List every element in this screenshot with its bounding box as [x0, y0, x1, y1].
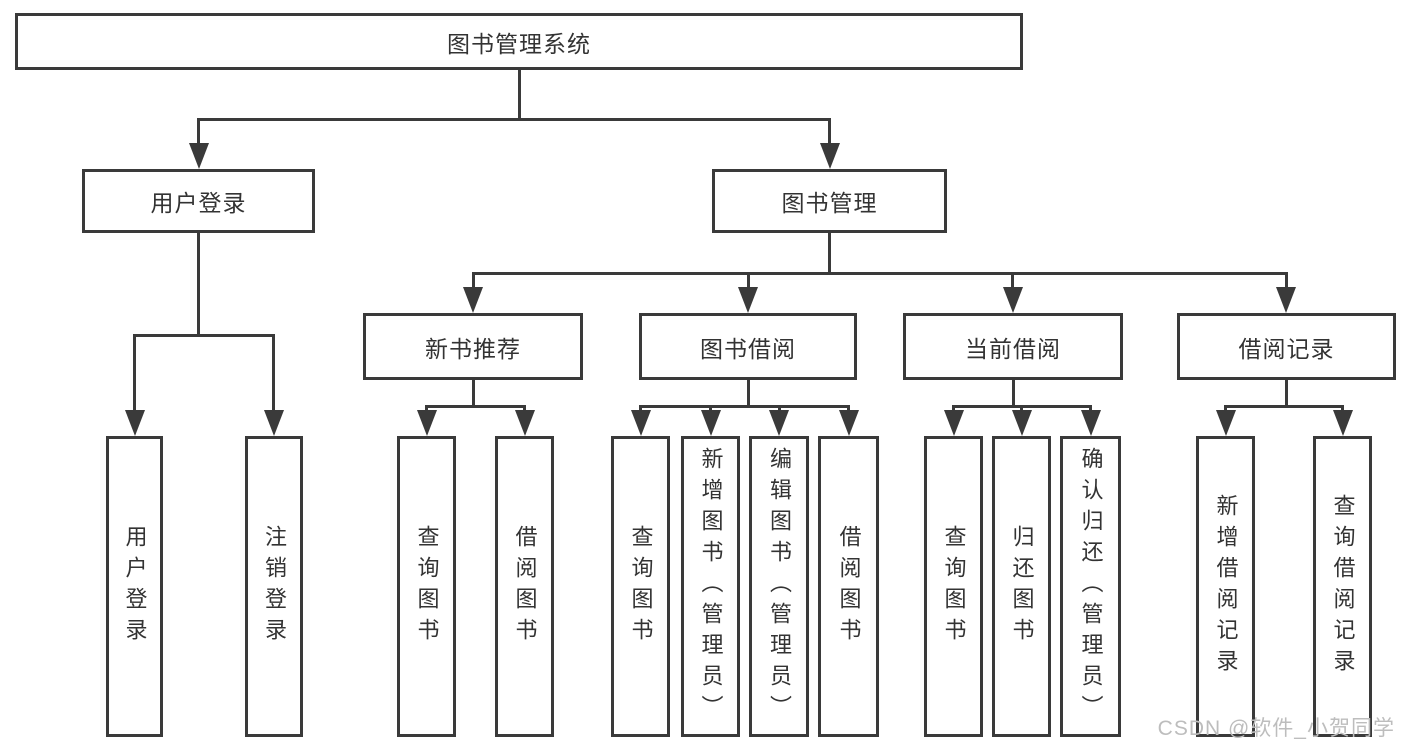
edge-shaft-book-management [828, 118, 831, 148]
arrowhead-icon [125, 410, 145, 436]
arrowhead-icon [1333, 410, 1353, 436]
arrowhead-icon [738, 287, 758, 313]
edge-stem-book-management [828, 233, 831, 274]
leaf-label: 归还图书 [1009, 524, 1035, 649]
edge-stem-borrow-records [1285, 380, 1288, 407]
leaf-label: 用户登录 [122, 524, 148, 649]
edge-bar-borrow-records [1224, 405, 1344, 408]
leaf-label: 借阅图书 [836, 524, 862, 649]
node-book-management: 图书管理 [712, 169, 947, 233]
leaf-label: 查询图书 [414, 524, 440, 649]
leaf-label: 确认归还（管理员） [1078, 447, 1104, 726]
node-book-borrow-label: 图书借阅 [700, 335, 796, 362]
edge-bar-new-book [425, 405, 526, 408]
leaf-query-books-borrow: 查询图书 [611, 436, 670, 737]
arrowhead-icon [1003, 287, 1023, 313]
edge-stem-new-book [472, 380, 475, 407]
leaf-label: 借阅图书 [512, 524, 538, 649]
node-user-login: 用户登录 [82, 169, 315, 233]
arrowhead-icon [1216, 410, 1236, 436]
node-borrow-records-label: 借阅记录 [1238, 335, 1335, 362]
node-book-borrow: 图书借阅 [639, 313, 857, 380]
edge-bar-root [197, 118, 831, 121]
leaf-add-borrow-record: 新增借阅记录 [1196, 436, 1255, 737]
arrowhead-icon [701, 410, 721, 436]
leaf-label: 编辑图书（管理员） [767, 447, 792, 726]
edge-bar-user-login [133, 334, 275, 337]
edge-shaft-login-leaf [133, 334, 136, 414]
leaf-label: 查询借阅记录 [1330, 493, 1356, 680]
leaf-query-books-recommend: 查询图书 [397, 436, 456, 737]
leaf-borrow-books: 借阅图书 [818, 436, 879, 737]
arrowhead-icon [1012, 410, 1032, 436]
arrowhead-icon [944, 410, 964, 436]
node-current-borrow: 当前借阅 [903, 313, 1123, 380]
leaf-label: 注销登录 [262, 524, 287, 649]
node-borrow-records: 借阅记录 [1177, 313, 1396, 380]
arrowhead-icon [769, 410, 789, 436]
leaf-user-login: 用户登录 [106, 436, 163, 737]
node-new-book-recommend-label: 新书推荐 [425, 335, 521, 362]
arrowhead-icon [463, 287, 483, 313]
leaf-label: 查询图书 [628, 524, 654, 649]
arrowhead-icon [820, 143, 840, 169]
edge-bar-book-management [472, 272, 1288, 275]
node-root: 图书管理系统 [15, 13, 1023, 70]
edge-stem-book-borrow [747, 380, 750, 407]
watermark: CSDN @软件_小贺同学 [1157, 717, 1395, 740]
edge-shaft-book-borrow [747, 272, 750, 292]
edge-shaft-current-borrow [1011, 272, 1014, 292]
edge-shaft-borrow-records [1285, 272, 1288, 292]
arrowhead-icon [1276, 287, 1296, 313]
node-book-management-label: 图书管理 [781, 190, 878, 216]
leaf-query-books-current: 查询图书 [924, 436, 983, 737]
leaf-label: 新增借阅记录 [1213, 493, 1239, 680]
arrowhead-icon [1081, 410, 1101, 436]
edge-bar-book-borrow [639, 405, 850, 408]
leaf-borrow-books-recommend: 借阅图书 [495, 436, 554, 737]
edge-shaft-new-book [472, 272, 475, 292]
edge-stem-user-login [197, 233, 200, 336]
node-root-label: 图书管理系统 [447, 30, 591, 57]
edge-shaft-user-login [197, 118, 200, 148]
edge-stem-current-borrow [1012, 380, 1015, 407]
node-new-book-recommend: 新书推荐 [363, 313, 583, 380]
leaf-logout: 注销登录 [245, 436, 303, 737]
edge-stem-root [518, 70, 521, 120]
leaf-label: 新增图书（管理员） [698, 447, 724, 726]
leaf-query-borrow-record: 查询借阅记录 [1313, 436, 1372, 737]
node-current-borrow-label: 当前借阅 [965, 335, 1061, 362]
leaf-return-books: 归还图书 [992, 436, 1051, 737]
arrowhead-icon [839, 410, 859, 436]
leaf-confirm-return-admin: 确认归还（管理员） [1060, 436, 1121, 737]
leaf-label: 查询图书 [941, 524, 967, 649]
node-user-login-label: 用户登录 [150, 190, 247, 216]
arrowhead-icon [189, 143, 209, 169]
arrowhead-icon [264, 410, 284, 436]
arrowhead-icon [417, 410, 437, 436]
arrowhead-icon [515, 410, 535, 436]
leaf-edit-books-admin: 编辑图书（管理员） [749, 436, 809, 737]
edge-shaft-logout-leaf [272, 334, 275, 414]
arrowhead-icon [631, 410, 651, 436]
leaf-add-books-admin: 新增图书（管理员） [681, 436, 740, 737]
